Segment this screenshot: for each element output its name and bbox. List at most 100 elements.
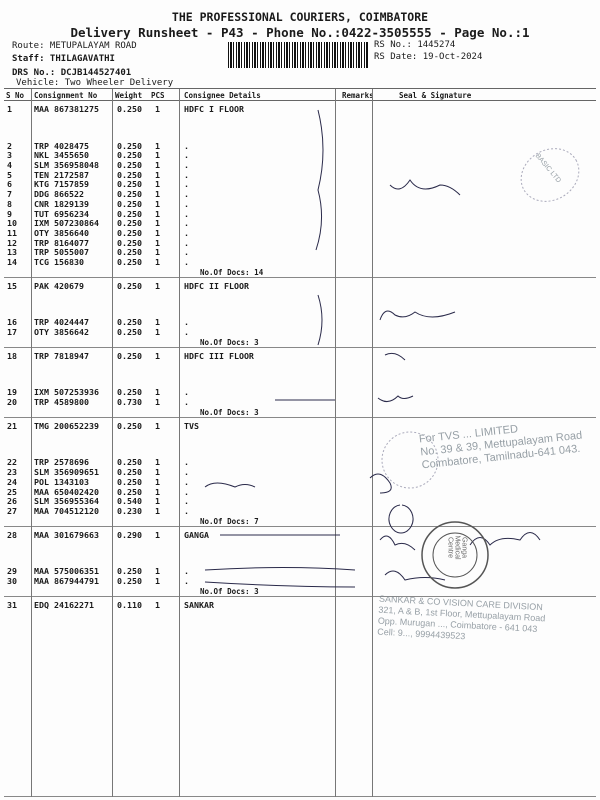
vehicle: Vehicle: Two Wheeler Delivery <box>16 78 174 88</box>
col-consignment: Consignment No <box>34 91 98 100</box>
s-no: 4 <box>7 160 12 171</box>
s-no: 26 <box>7 496 17 507</box>
consignment-no: TRP 7818947 <box>34 350 89 361</box>
consignee-ditto: . <box>184 140 189 151</box>
consignee-ditto: . <box>184 467 189 478</box>
weight: 0.250 <box>117 247 142 258</box>
s-no: 30 <box>7 575 17 586</box>
consignment-no: KTG 7157859 <box>34 179 89 190</box>
consignment-no: MAA 301679663 <box>34 529 99 540</box>
pcs: 1 <box>155 566 160 577</box>
pcs: 1 <box>155 227 160 238</box>
consignment-no: TRP 8164077 <box>34 237 89 248</box>
consignment-no: TUT 6956234 <box>34 208 89 219</box>
s-no: 7 <box>7 189 12 200</box>
s-no: 2 <box>7 140 12 151</box>
s-no: 24 <box>7 476 17 487</box>
weight: 0.250 <box>117 486 142 497</box>
s-no: 11 <box>7 227 17 238</box>
weight: 0.250 <box>117 189 142 200</box>
consignee-ditto: . <box>184 218 189 229</box>
col-remarks: Remarks <box>342 91 374 100</box>
barcode <box>228 42 368 68</box>
docs-count: No.Of Docs: 3 <box>200 407 259 417</box>
pcs: 1 <box>155 169 160 180</box>
weight: 0.250 <box>117 160 142 171</box>
consignee-ditto: . <box>184 486 189 497</box>
s-no: 27 <box>7 505 17 516</box>
consignment-no: PAK 420679 <box>34 280 84 291</box>
consignment-no: POL 1343103 <box>34 476 89 487</box>
col-seal: Seal & Signature <box>399 91 472 100</box>
consignment-no: OTY 3856640 <box>34 227 89 238</box>
runsheet-table: S No Consignment No Weight PCS Consignee… <box>4 88 596 797</box>
pcs: 1 <box>155 280 160 291</box>
pcs: 1 <box>155 256 160 267</box>
consignment-no: CNR 1829139 <box>34 198 89 209</box>
weight: 0.250 <box>117 457 142 468</box>
weight: 0.250 <box>117 566 142 577</box>
consignment-no: OTY 3856642 <box>34 327 89 337</box>
consignment-no: MAA 650402420 <box>34 486 99 497</box>
weight: 0.250 <box>117 104 142 114</box>
drs-number: DRS No.: DCJB144527401 <box>12 68 132 78</box>
docs-count: No.Of Docs: 7 <box>200 516 259 526</box>
col-consignee: Consignee Details <box>184 91 261 100</box>
pcs: 1 <box>155 397 160 408</box>
company-title: THE PROFESSIONAL COURIERS, COIMBATORE <box>171 10 429 24</box>
s-no: 22 <box>7 457 17 468</box>
weight: 0.250 <box>117 150 142 161</box>
s-no: 17 <box>7 327 17 337</box>
s-no: 8 <box>7 198 12 209</box>
weight: 0.250 <box>117 179 142 190</box>
weight: 0.250 <box>117 575 142 586</box>
weight: 0.290 <box>117 529 142 540</box>
consignee-name: HDFC I FLOOR <box>184 104 244 114</box>
s-no: 10 <box>7 218 17 229</box>
s-no: 16 <box>7 317 17 328</box>
weight: 0.250 <box>117 218 142 229</box>
pcs: 1 <box>155 486 160 497</box>
pcs: 1 <box>155 457 160 468</box>
s-no: 23 <box>7 467 17 478</box>
weight: 0.250 <box>117 169 142 180</box>
weight: 0.250 <box>117 208 142 219</box>
consignee-ditto: . <box>184 397 189 408</box>
consignee-ditto: . <box>184 327 189 337</box>
pcs: 1 <box>155 505 160 516</box>
s-no: 25 <box>7 486 17 497</box>
pcs: 1 <box>155 420 160 431</box>
pcs: 1 <box>155 218 160 229</box>
consignee-ditto: . <box>184 227 189 238</box>
consignee-ditto: . <box>184 247 189 258</box>
consignment-no: SLM 356955364 <box>34 496 99 507</box>
s-no: 31 <box>7 599 17 610</box>
pcs: 1 <box>155 476 160 487</box>
docs-count: No.Of Docs: 3 <box>200 337 259 347</box>
pcs: 1 <box>155 529 160 540</box>
pcs: 1 <box>155 160 160 171</box>
table-header: S No Consignment No Weight PCS Consignee… <box>4 89 596 101</box>
consignee-ditto: . <box>184 169 189 180</box>
